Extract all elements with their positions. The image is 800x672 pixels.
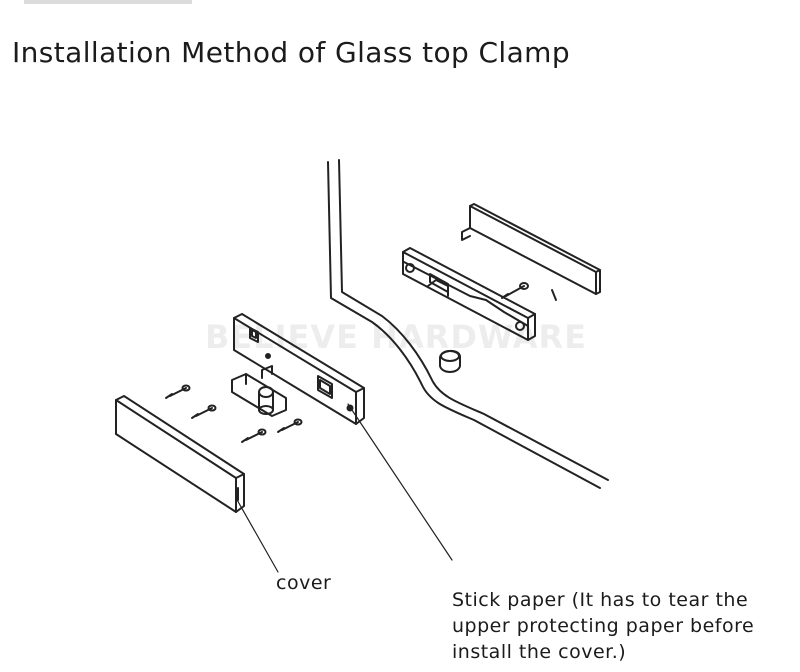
screw-2 <box>191 404 217 419</box>
top-decor-bar <box>24 0 192 4</box>
screw-4 <box>277 418 303 433</box>
back-screw <box>501 282 529 299</box>
rubber-plug <box>439 350 461 373</box>
stick-paper-line-3: install the cover.) <box>452 641 627 663</box>
stick-paper-line-2: upper protecting paper before <box>452 615 755 637</box>
stick-paper-leader-line <box>347 403 453 561</box>
cover-leader-line <box>235 497 279 573</box>
page-title: Installation Method of Glass top Clamp <box>12 36 571 69</box>
front-cover-plate <box>115 395 245 513</box>
back-clamp-body <box>402 247 536 341</box>
back-cover-plate <box>461 203 601 301</box>
front-clamp-plate <box>233 313 365 425</box>
cover-label: cover <box>276 572 332 594</box>
stick-paper-line-1: Stick paper (It has to tear the <box>452 589 749 611</box>
clamp-bracket <box>231 365 287 417</box>
glass-panel <box>327 159 609 489</box>
stick-paper-label: Stick paper (It has to tear the upper pr… <box>452 587 754 665</box>
screw-1 <box>165 384 191 399</box>
screw-3 <box>241 428 267 443</box>
